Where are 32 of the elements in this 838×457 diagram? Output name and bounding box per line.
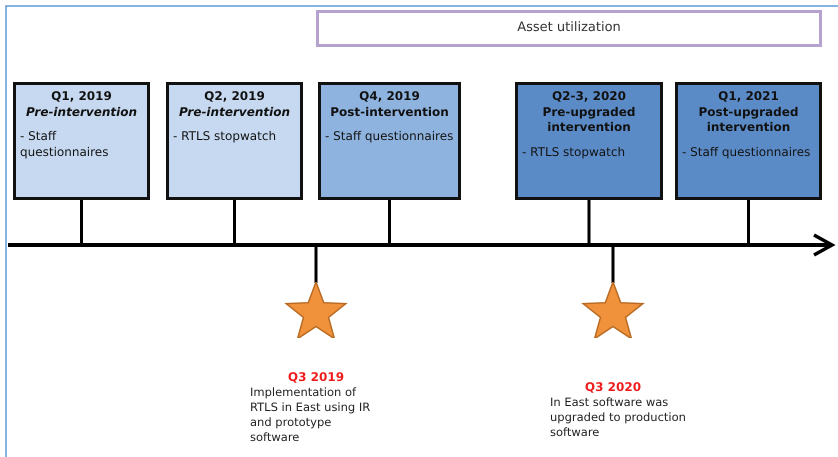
connector-line [612,245,614,283]
event-box [13,82,150,200]
milestone-note: In East software was upgraded to production software [550,395,687,440]
connector-line [233,200,236,245]
connector-line [388,200,391,245]
event-method: - Staff questionnaires [20,128,110,161]
event-date: Q2-3, 2020 [550,89,627,105]
event-box [675,82,822,200]
milestone-note: Implementation of RTLS in East using IR and prototype software [250,385,372,445]
event-method: - RTLS stopwatch [522,144,626,160]
event-method: - Staff questionnaires [682,144,812,160]
connector-line [314,245,318,283]
connector-line [747,200,750,245]
event-box [318,82,461,200]
event-date: Q1, 2019 [50,89,113,105]
milestone-date: Q3 2020 [584,380,642,396]
event-box [166,82,303,200]
time-span-bar: Asset utilization [316,10,822,47]
connector-line [80,200,83,245]
event-phase: Post-intervention [329,104,450,120]
event-date: Q2, 2019 [203,89,266,105]
event-phase: Pre-intervention [178,104,292,120]
event-date: Q1, 2021 [717,89,780,105]
event-method: - RTLS stopwatch [173,128,278,144]
event-method: - Staff questionnaires [325,128,454,144]
event-date: Q4, 2019 [358,89,421,105]
event-phase: Pre-upgraded intervention [542,104,636,136]
milestone-date: Q3 2019 [286,370,346,386]
connector-line [588,200,590,245]
event-box [515,82,663,200]
event-phase: Pre-intervention [24,104,138,120]
event-phase: Post-upgraded intervention [698,104,800,136]
